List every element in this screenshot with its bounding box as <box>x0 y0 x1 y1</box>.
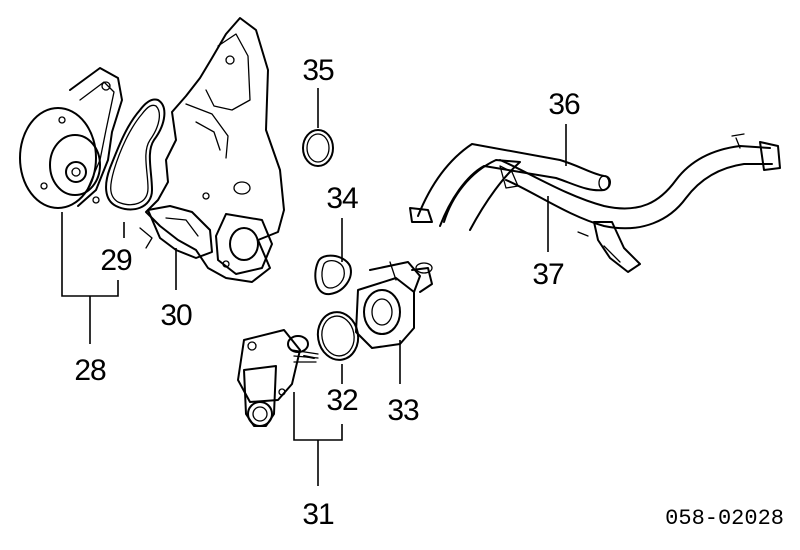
water-pump-drawing <box>19 67 123 209</box>
callout-35: 35 <box>302 54 334 87</box>
thermostat-gasket-drawing <box>316 311 360 361</box>
callout-37: 37 <box>532 258 564 291</box>
leader-lines <box>61 88 567 486</box>
callout-30: 30 <box>160 299 192 332</box>
callout-34: 34 <box>326 182 358 215</box>
thermostat-cover-drawing <box>237 329 319 427</box>
water-pipes-drawing <box>409 133 781 273</box>
callout-32: 32 <box>326 384 358 417</box>
callout-28: 28 <box>74 354 106 387</box>
callout-29: 29 <box>100 244 132 277</box>
engine-housing-drawing <box>139 17 285 283</box>
callout-33: 33 <box>387 394 419 427</box>
pump-gasket-drawing <box>105 98 166 211</box>
callout-36: 36 <box>548 88 580 121</box>
thermostat-housing-drawing <box>355 261 433 349</box>
seal-ring-drawing <box>314 254 352 296</box>
reference-code: 058-02028 <box>665 506 784 531</box>
o-ring-small-drawing <box>302 129 334 167</box>
callout-31: 31 <box>302 498 334 531</box>
